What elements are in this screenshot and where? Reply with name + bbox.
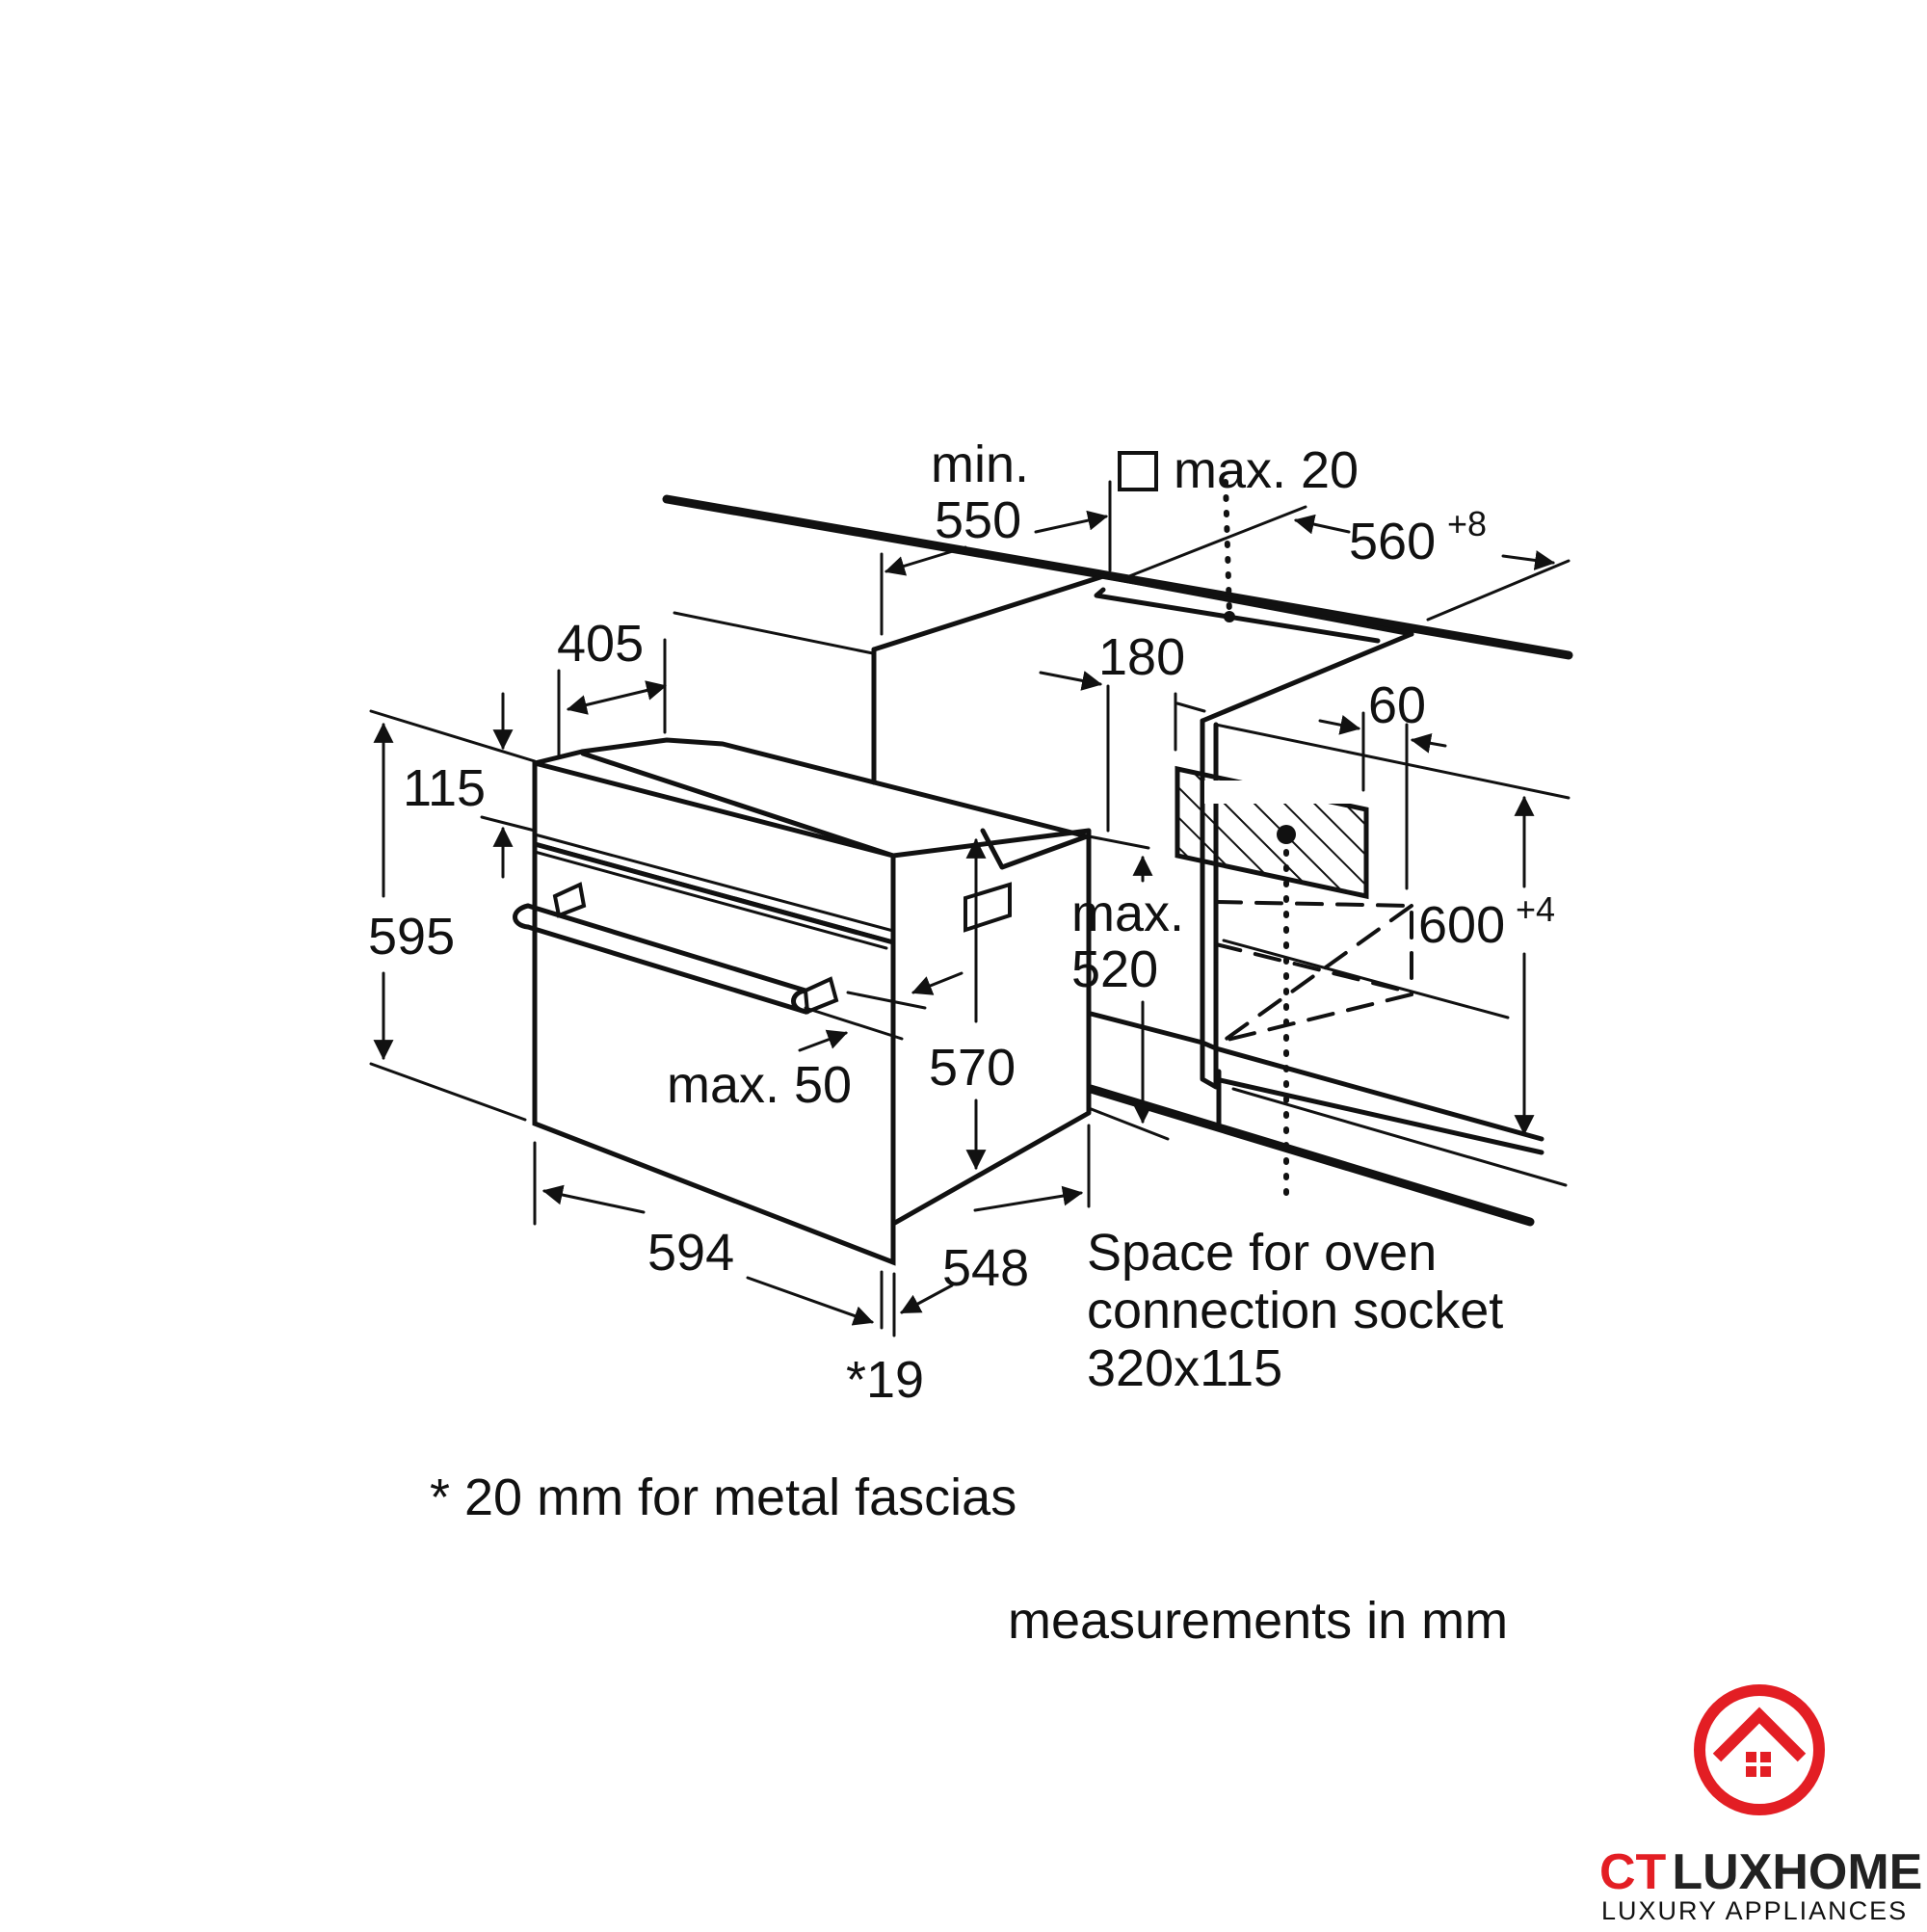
label-405: 405	[557, 615, 644, 673]
square-symbol	[1118, 451, 1158, 491]
door-handle	[513, 882, 839, 1015]
hidden-edge-3	[1222, 992, 1413, 1043]
label-560-tolerance: +8	[1447, 504, 1487, 543]
oven-top-front-edge	[580, 751, 896, 859]
label-180: 180	[1098, 628, 1185, 686]
label-520: 520	[1071, 940, 1158, 998]
label-115: 115	[403, 759, 486, 817]
label-560: 560	[1349, 513, 1436, 570]
dimension-labels: min. 550 max. 20 560 +8 405 115 595 180 …	[368, 436, 1555, 1409]
label-max50: max. 50	[667, 1056, 852, 1114]
oven-top-back	[532, 737, 1090, 839]
niche-top-back	[871, 573, 1414, 652]
logo-ring-icon	[1694, 1684, 1825, 1815]
logo-window-icon	[1746, 1752, 1771, 1777]
notes: Space for oven connection socket 320x115…	[430, 1224, 1508, 1650]
square-leader-dotted	[1223, 479, 1232, 618]
base-line-3	[1231, 1087, 1568, 1187]
label-594: 594	[647, 1224, 734, 1282]
label-60: 60	[1368, 676, 1426, 734]
base-line-1	[1088, 1011, 1544, 1142]
hidden-edge-4	[1214, 942, 1413, 994]
label-600-tolerance: +4	[1516, 889, 1555, 929]
plinth-edge	[1086, 1084, 1535, 1227]
socket-note-line1: Space for oven	[1087, 1224, 1437, 1282]
socket-point	[1277, 825, 1296, 844]
niche-top-strip	[1094, 587, 1381, 644]
label-600: 600	[1418, 896, 1505, 954]
side-panel-top	[1214, 723, 1571, 800]
dimension-lines	[369, 451, 1571, 1337]
label-max: max.	[1071, 885, 1184, 942]
label-595: 595	[368, 908, 455, 966]
socket-note-line2: connection socket	[1087, 1282, 1503, 1339]
side-panel	[1200, 718, 1219, 1090]
label-fascia-19: *19	[846, 1351, 924, 1409]
cabinet-structure	[662, 494, 1573, 1227]
oven-body	[513, 737, 1092, 1266]
logo-roof-icon	[1712, 1707, 1807, 1762]
label-550: 550	[935, 491, 1021, 549]
brand-name-suffix: LUXHOME	[1672, 1844, 1922, 1900]
label-548: 548	[942, 1239, 1029, 1297]
socket-note-line3: 320x115	[1087, 1339, 1282, 1397]
label-square-max20: max. 20	[1174, 441, 1359, 499]
side-vent	[964, 882, 1012, 933]
niche-top-front	[1200, 631, 1414, 724]
label-570: 570	[929, 1039, 1016, 1097]
brand-tagline: LUXURY APPLIANCES	[1601, 1896, 1908, 1925]
label-min: min.	[931, 436, 1029, 493]
brand-name-prefix: CT	[1599, 1844, 1667, 1900]
footnote-metal-fascias: * 20 mm for metal fascias	[430, 1469, 1016, 1526]
base-line-2	[1213, 1076, 1544, 1155]
hidden-edge-2	[1222, 904, 1413, 1043]
socket-area	[1175, 479, 1369, 1209]
units-note: measurements in mm	[1008, 1592, 1508, 1650]
hidden-edge-1	[1214, 900, 1413, 996]
oven-back-notch	[980, 828, 1090, 870]
